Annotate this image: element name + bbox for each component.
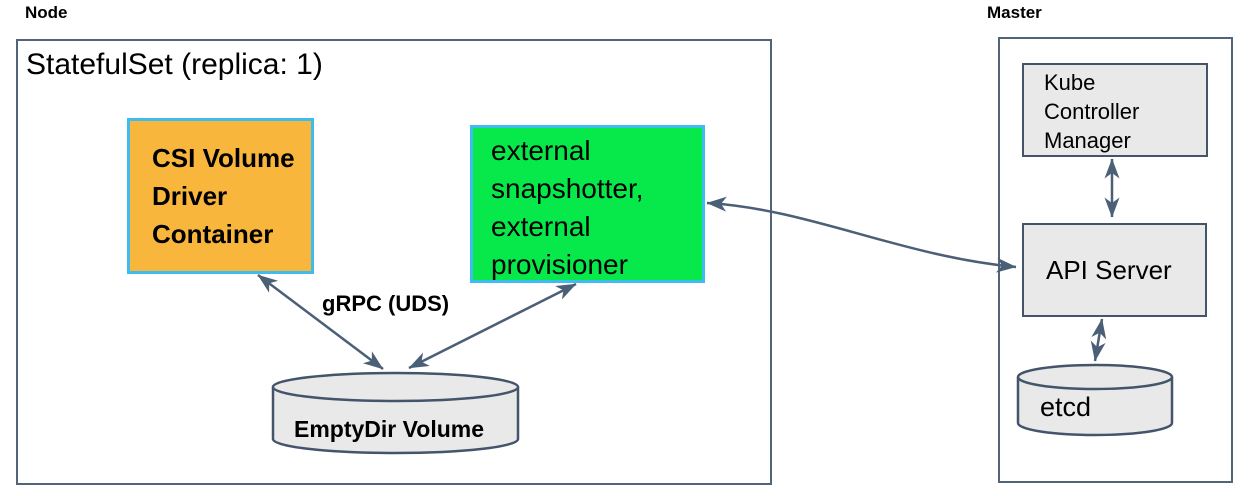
api-server-label: API Server [1046, 254, 1172, 285]
kcm-box-line: Controller [1044, 99, 1140, 124]
csi-box-line: CSI Volume [152, 143, 295, 173]
sidecar-box-line: snapshotter, [491, 173, 644, 204]
kcm-box-line: Kube [1044, 70, 1096, 95]
master-box: Kube Controller Manager API Server [998, 37, 1233, 483]
node-box: StatefulSet (replica: 1) CSI Volume Driv… [16, 39, 772, 485]
statefulset-title: StatefulSet (replica: 1) [26, 48, 323, 81]
external-sidecar-box: external snapshotter, external provision… [470, 125, 705, 283]
api-server-box: API Server [1022, 223, 1207, 317]
node-label: Node [25, 3, 68, 22]
sidecar-box-line: external [491, 135, 591, 166]
csi-volume-driver-box: CSI Volume Driver Container [127, 118, 314, 274]
kcm-box-line: Manager [1044, 128, 1131, 153]
sidecar-box-line: external [491, 211, 591, 242]
grpc-uds-label: gRPC (UDS) [322, 291, 450, 316]
kube-controller-manager-box: Kube Controller Manager [1022, 63, 1208, 157]
sidecar-box-line: provisioner [491, 249, 628, 280]
csi-box-line: Driver [152, 181, 228, 211]
master-label: Master [987, 3, 1042, 22]
csi-box-line: Container [152, 219, 274, 249]
